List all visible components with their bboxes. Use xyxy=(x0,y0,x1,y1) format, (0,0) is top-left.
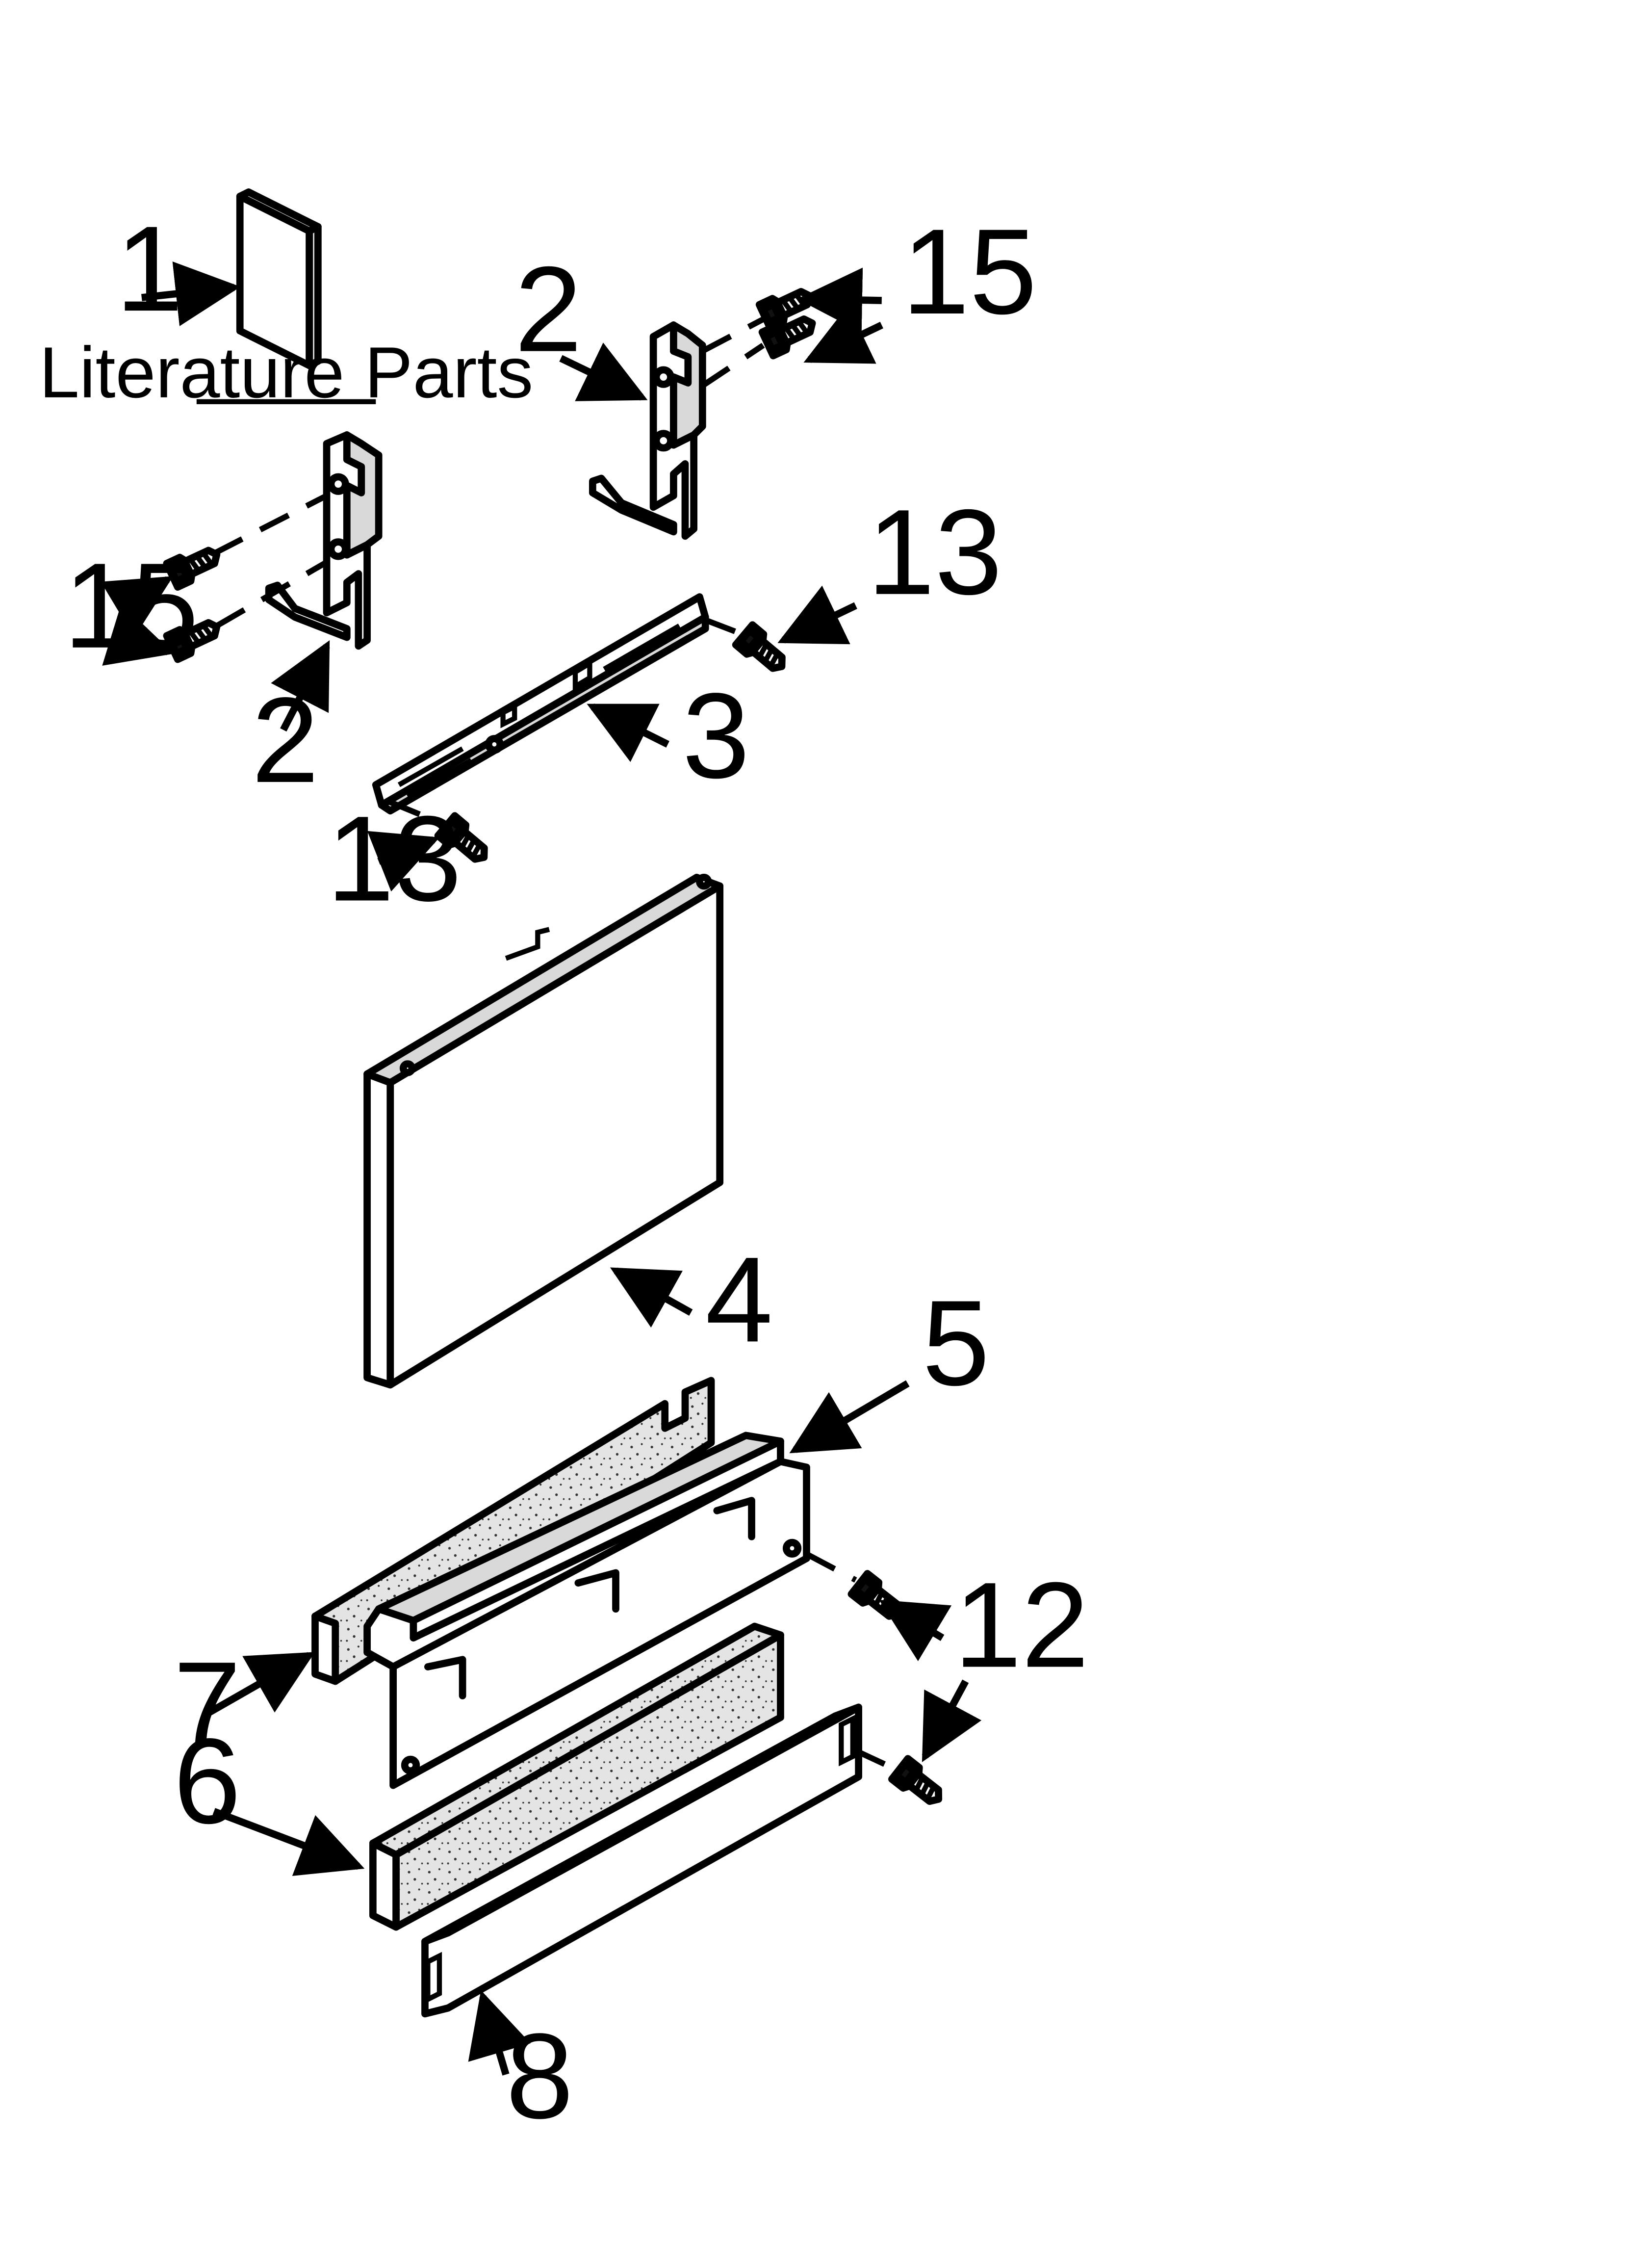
toe-panel-bracket xyxy=(363,1432,810,1789)
hinge-bracket-right xyxy=(589,321,706,540)
callout-1: 1 xyxy=(116,201,183,337)
leader-4 xyxy=(610,1267,693,1328)
literature-booklet xyxy=(236,188,322,369)
callout-2a: 2 xyxy=(514,242,582,377)
door-rail xyxy=(372,593,709,815)
leader-12-b xyxy=(922,1679,982,1762)
leader-2b xyxy=(271,640,330,732)
callout-2b: 2 xyxy=(252,673,319,808)
callout-5: 5 xyxy=(922,1276,990,1411)
leader-6 xyxy=(212,1808,365,1876)
screw-15-dash-b xyxy=(701,342,765,389)
screw-15-left-dash-b xyxy=(215,559,329,628)
screw-15-left-dash-a xyxy=(212,493,328,556)
leader-13b xyxy=(367,831,440,892)
callout-6: 6 xyxy=(174,1714,241,1849)
callout-8: 8 xyxy=(506,2008,574,2144)
toe-plate xyxy=(421,1703,862,2018)
callout-15b: 15 xyxy=(64,538,199,674)
leader-13a xyxy=(777,585,857,645)
leader-8 xyxy=(468,1990,531,2076)
leader-3 xyxy=(587,704,669,762)
foam-insulation-lower xyxy=(369,1622,784,1931)
callout-4: 4 xyxy=(705,1232,773,1367)
screw-15-dash-a xyxy=(701,316,765,354)
leader-5 xyxy=(789,1380,910,1454)
leader-7 xyxy=(206,1652,315,1717)
leader-12-a xyxy=(879,1600,952,1662)
screw-13-left-dash xyxy=(389,799,441,825)
callout-12: 12 xyxy=(954,1558,1089,1693)
screw-13-right-dash xyxy=(704,617,744,637)
callout-3: 3 xyxy=(682,668,750,804)
hinge-bracket-left xyxy=(265,431,383,650)
screw-12-upper-dash xyxy=(805,1551,857,1583)
leader-15a xyxy=(797,267,882,333)
screw-12-lower xyxy=(892,1759,947,1809)
leader-15b-b xyxy=(102,603,174,666)
leader-15a-b xyxy=(803,305,883,364)
leader-15b-a xyxy=(101,576,174,638)
door-panel xyxy=(363,874,724,1389)
screw-12-lower-dash xyxy=(854,1748,900,1774)
leader-2a xyxy=(559,342,648,401)
callout-13a: 13 xyxy=(867,485,1002,620)
screw-12-upper xyxy=(851,1574,906,1624)
callout-15a: 15 xyxy=(902,204,1037,339)
leader-1 xyxy=(141,261,241,326)
